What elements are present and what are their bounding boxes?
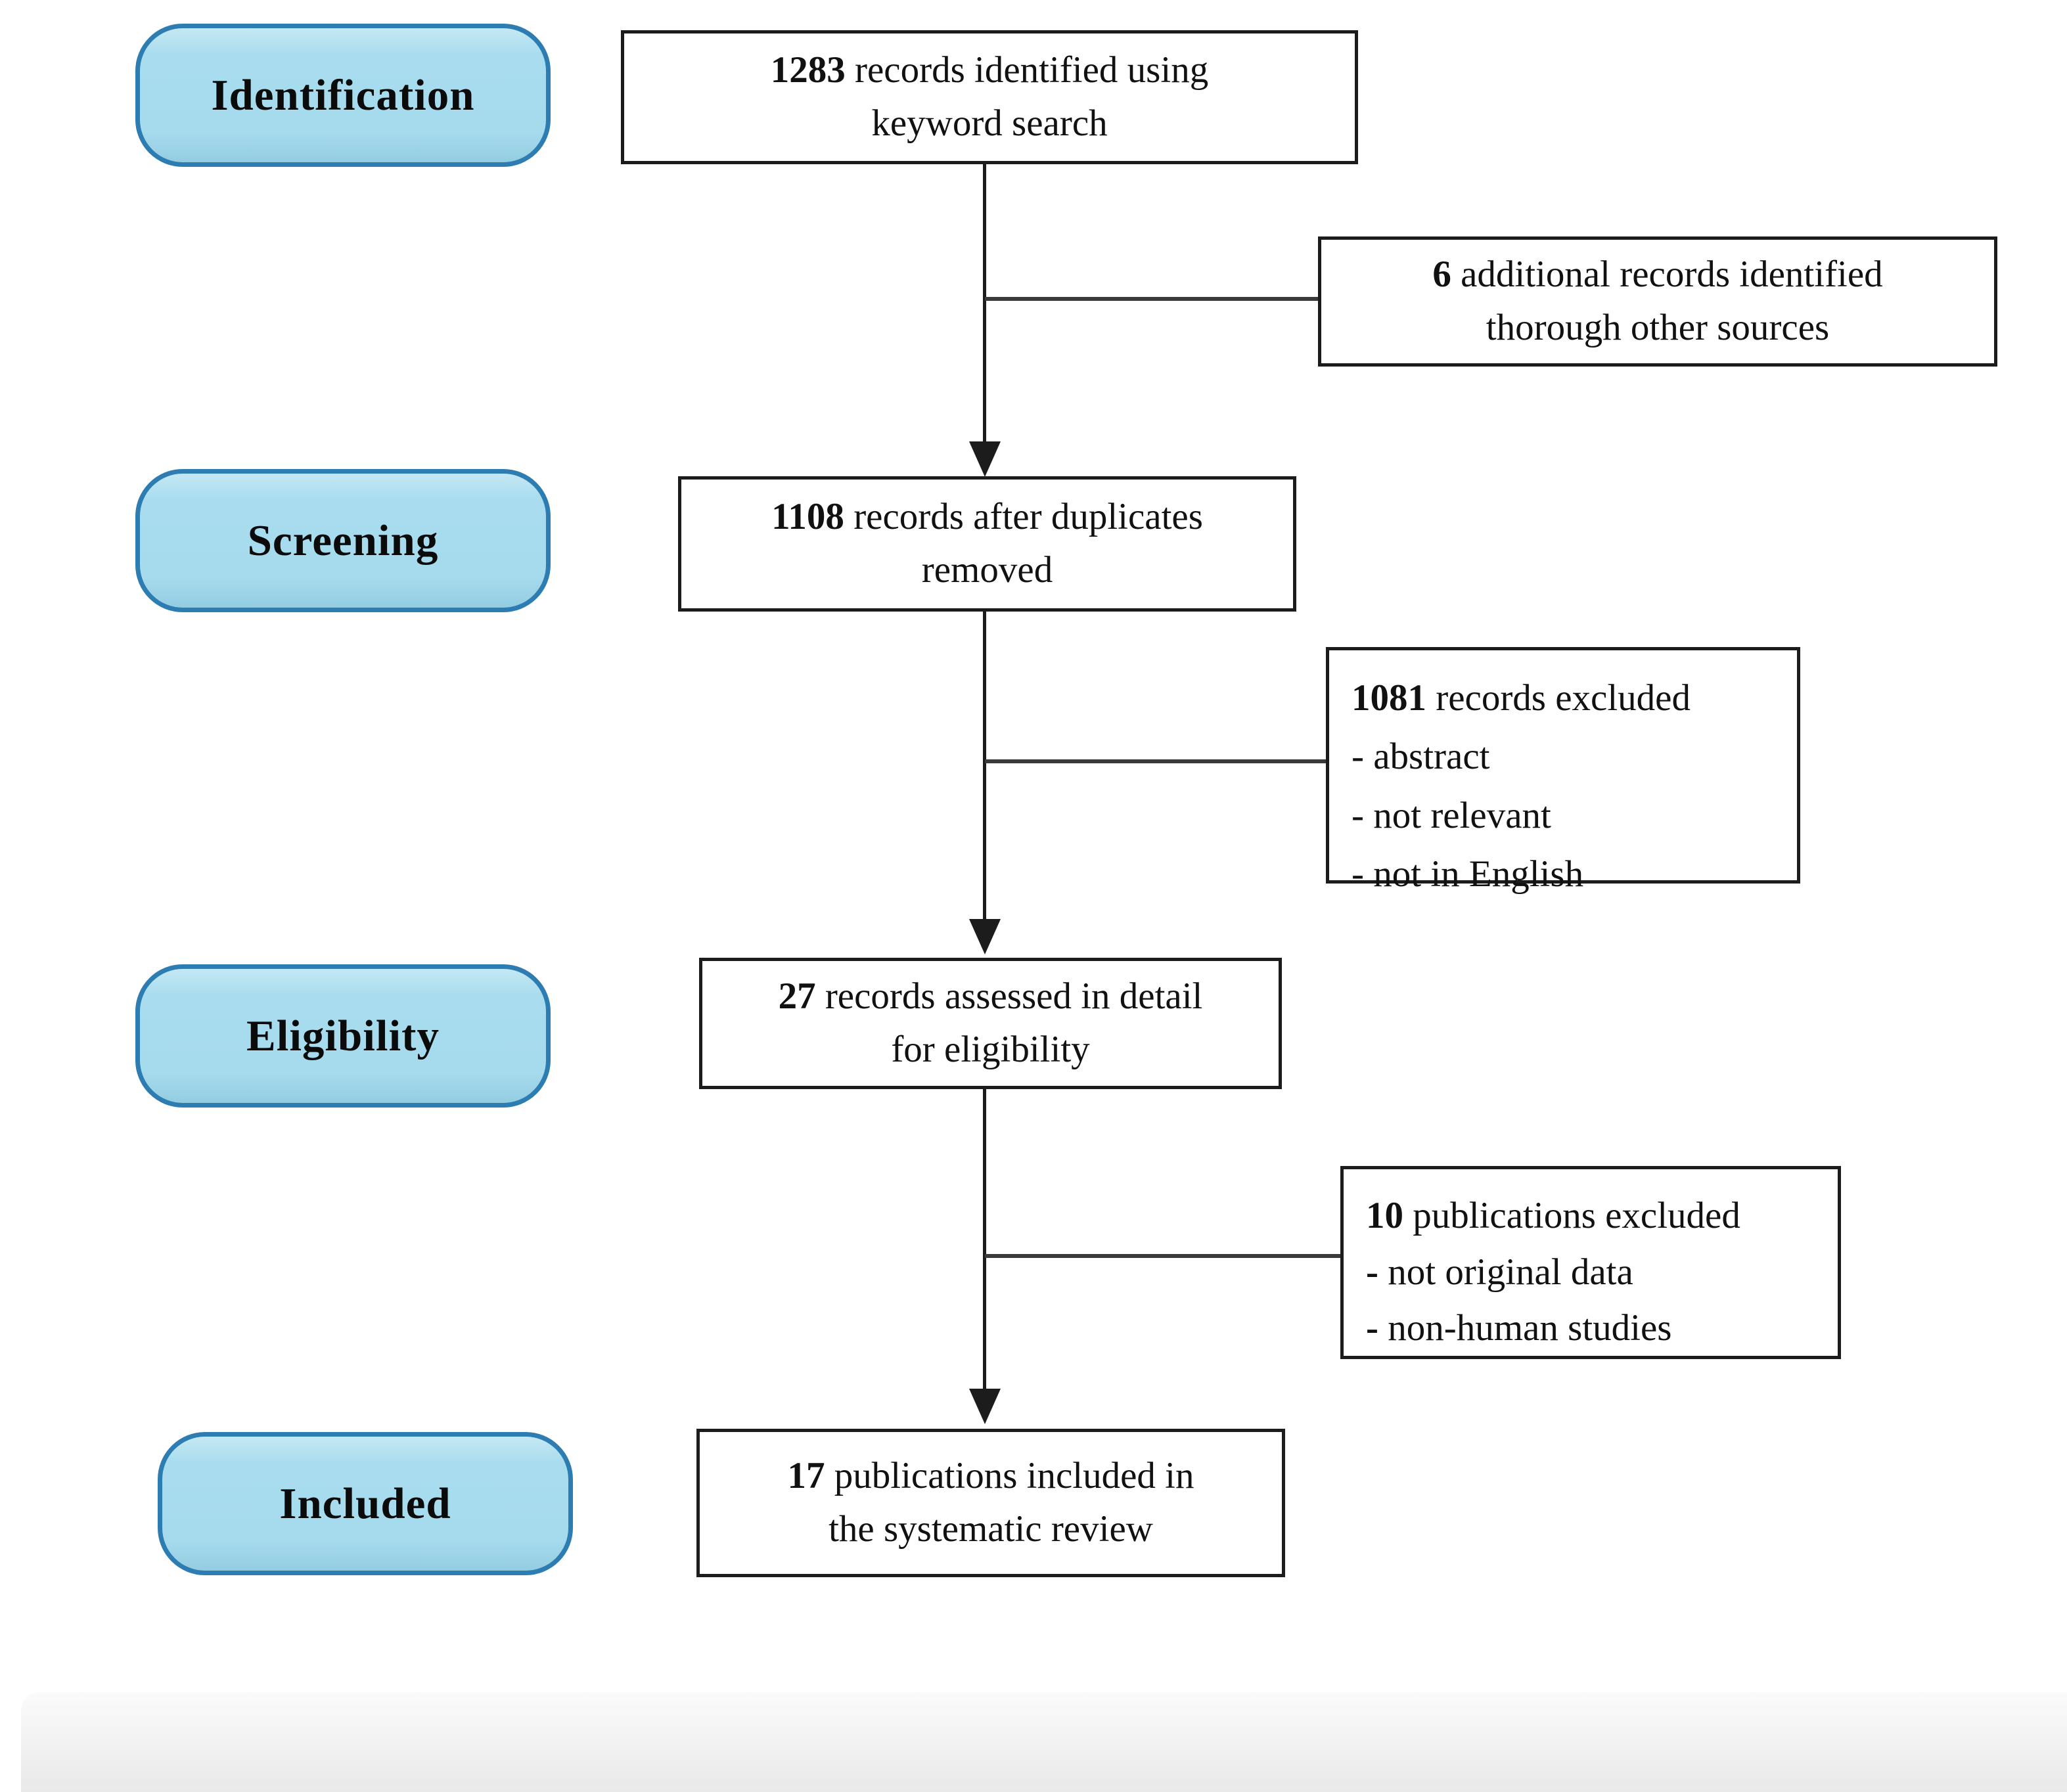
box-publications-included: 17 publications included in the systemat… [696,1429,1285,1577]
box-records-assessed-text: 27 records assessed in detail for eligib… [778,975,1203,1070]
box-records-identified: 1283 records identified using keyword se… [621,30,1358,164]
stage-pill-identification: Identification [135,24,551,167]
flow-line-2 [983,612,986,923]
box-records-after-duplicates: 1108 records after duplicates removed [678,476,1296,612]
stage-pill-included: Included [158,1432,573,1575]
footer-shadow-band [21,1692,2067,1792]
branch-line-1 [985,297,1318,301]
stage-label-eligibility: Eligibility [246,1011,440,1060]
records-identified-count: 1283 [770,49,846,91]
flow-arrow-1 [969,441,1001,477]
exclusion-reason: - non-human studies [1366,1307,1672,1349]
box-publications-excluded: 10 publications excluded - not original … [1340,1166,1841,1359]
box-records-identified-text: 1283 records identified using keyword se… [770,49,1209,144]
records-excluded-count: 1081 [1352,677,1426,719]
branch-line-2 [985,759,1326,763]
box-publications-excluded-text: 10 publications excluded - not original … [1344,1169,1838,1370]
box-publications-included-text: 17 publications included in the systemat… [787,1455,1194,1550]
box-additional-records: 6 additional records identified thorough… [1318,236,1997,367]
stage-label-screening: Screening [247,516,439,565]
stage-pill-eligibility: Eligibility [135,964,551,1108]
flow-arrow-3 [969,1389,1001,1424]
flow-line-3 [983,1089,986,1393]
stage-label-identification: Identification [211,70,475,120]
records-after-duplicates-count: 1108 [771,496,844,538]
exclusion-reason: - not original data [1366,1251,1633,1293]
exclusion-reason: - not relevant [1352,794,1551,836]
box-records-excluded: 1081 records excluded - abstract - not r… [1326,647,1800,895]
publications-included-count: 17 [787,1455,825,1497]
box-records-assessed: 27 records assessed in detail for eligib… [699,958,1282,1089]
publications-excluded-count: 10 [1366,1195,1403,1236]
additional-records-count: 6 [1432,254,1451,296]
box-records-excluded-text: 1081 records excluded - abstract - not r… [1329,650,1797,917]
box-additional-records-text: 6 additional records identified thorough… [1432,254,1883,348]
box-records-after-duplicates-text: 1108 records after duplicates removed [771,496,1203,591]
branch-line-3 [985,1254,1340,1258]
exclusion-reason: - abstract [1352,736,1490,778]
stage-label-included: Included [279,1479,451,1528]
records-assessed-count: 27 [778,975,816,1018]
flow-arrow-2 [969,919,1001,954]
stage-pill-screening: Screening [135,469,551,612]
flow-line-1 [983,164,986,445]
exclusion-reason: - not in English [1352,853,1584,895]
